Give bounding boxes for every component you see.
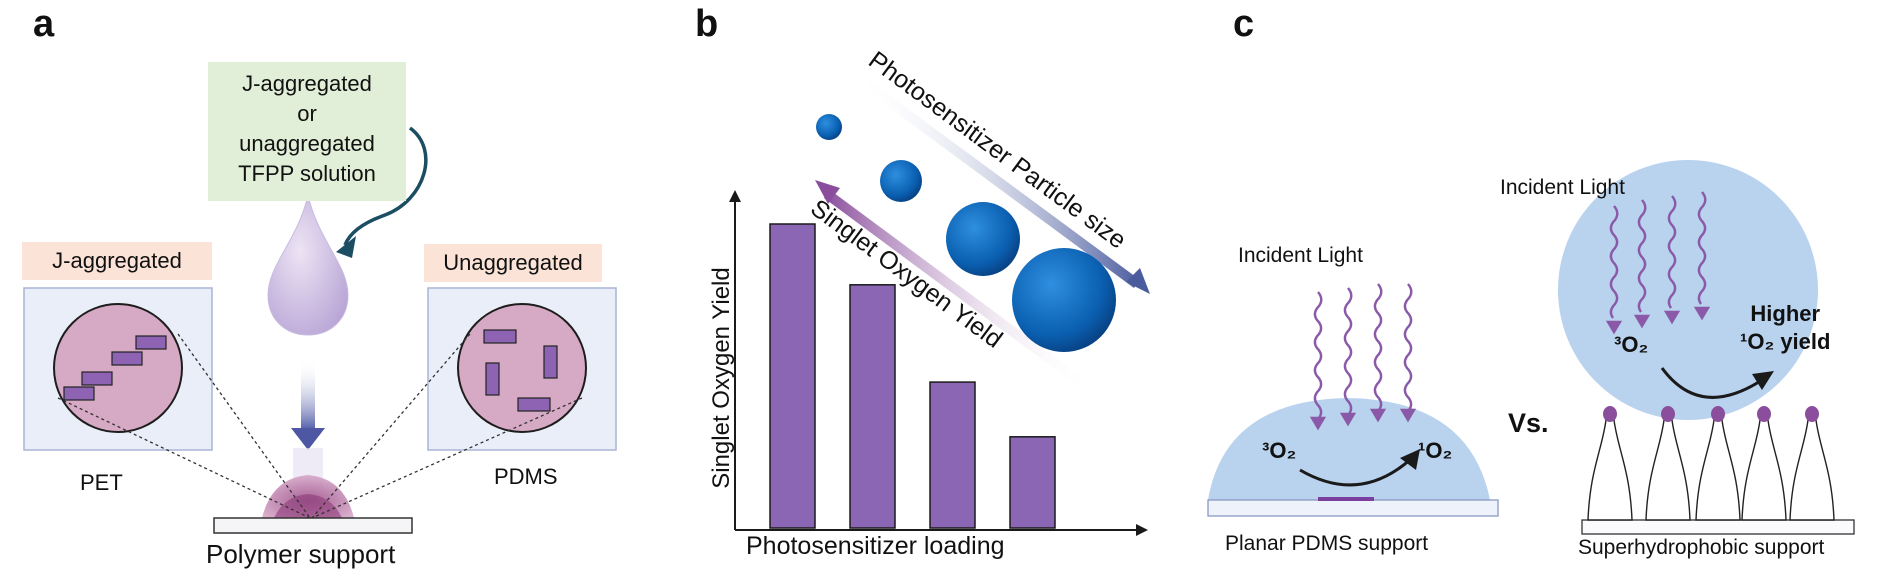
reaction-arrow-right: [1660, 367, 1763, 399]
droplet-icon: [267, 194, 349, 336]
unaggregated-tag: Unaggregated: [424, 244, 602, 282]
planar-support-label: Planar PDMS support: [1225, 532, 1429, 555]
particle-xlarge-icon: [1012, 248, 1116, 352]
pillar-tip-5: [1805, 406, 1819, 422]
particle-medium-icon: [880, 160, 922, 202]
pdms-inset-circle: [457, 303, 587, 433]
triplet-oxygen-right: ³O₂: [1614, 332, 1649, 357]
superhydrophobic-support: [1581, 519, 1855, 535]
panel-letter-c: c: [1233, 3, 1255, 45]
left-light-ray-4: [1403, 283, 1413, 411]
particle-large-icon: [946, 202, 1020, 276]
incident-light-right: Incident Light: [1500, 176, 1625, 199]
bar-1: [769, 223, 816, 529]
solution-line-1: J-aggregated: [242, 71, 372, 96]
planar-support: [1207, 499, 1499, 517]
solution-line-3: unaggregated: [239, 131, 375, 156]
y-axis-label: Singlet Oxygen Yield: [708, 267, 735, 489]
curved-arrow-icon: [343, 126, 428, 246]
pillar-tip-2: [1661, 406, 1675, 422]
bar-4: [1009, 436, 1056, 529]
right-light-ray-head-icon-4: [1693, 306, 1711, 321]
higher-yield-label: Higher ¹O₂ yield: [1740, 300, 1830, 356]
panel-letter-a: a: [33, 3, 55, 45]
right-light-ray-1: [1609, 205, 1619, 319]
higher-label: Higher: [1750, 301, 1821, 326]
left-light-ray-head-icon-2: [1339, 412, 1357, 427]
j-aggregated-tag: J-aggregated: [22, 242, 212, 280]
bar-3: [929, 381, 976, 529]
singlet-oxygen-left: ¹O₂: [1418, 438, 1453, 463]
particle-size-arrow: [856, 75, 1140, 288]
left-light-ray-1: [1313, 291, 1323, 419]
pdms-label: PDMS: [494, 464, 558, 489]
superhydrophobic-droplet: [1558, 160, 1818, 420]
curved-arrow-head-icon: [336, 236, 356, 258]
pillar-4: [1741, 419, 1787, 521]
panel-letter-b: b: [695, 3, 719, 45]
left-light-ray-head-icon-1: [1309, 416, 1327, 431]
polymer-support: [213, 517, 413, 534]
polymer-support-label: Polymer support: [206, 539, 396, 569]
down-arrow-shaft: [301, 360, 315, 428]
pillar-tip-3: [1711, 406, 1725, 422]
singlet-yield-right-label: ¹O₂ yield: [1740, 329, 1831, 354]
right-light-ray-head-icon-1: [1605, 320, 1623, 335]
solution-line-4: TFPP solution: [238, 161, 376, 186]
particle-small-icon: [816, 114, 842, 140]
pet-inset-circle: [53, 303, 183, 433]
right-light-ray-3: [1667, 195, 1677, 309]
planar-droplet: [1208, 398, 1490, 500]
incident-light-left: Incident Light: [1238, 244, 1363, 267]
triplet-oxygen-left: ³O₂: [1262, 438, 1297, 463]
pillar-1: [1587, 419, 1633, 521]
versus-label: Vs.: [1508, 408, 1549, 438]
right-light-ray-4: [1697, 191, 1707, 305]
particle-size-arrow-head-icon: [1126, 268, 1150, 294]
pillar-tip-4: [1757, 406, 1771, 422]
right-light-ray-2: [1637, 199, 1647, 313]
down-arrow-head-icon: [291, 428, 325, 450]
singlet-yield-arrow: [824, 190, 1092, 392]
x-axis-label: Photosensitizer loading: [746, 532, 1005, 560]
left-light-ray-head-icon-3: [1369, 408, 1387, 423]
pillar-3: [1695, 419, 1741, 521]
superhydrophobic-support-label: Superhydrophobic support: [1578, 536, 1825, 559]
reaction-arrow-left: [1299, 456, 1414, 487]
solution-line-2: or: [297, 101, 317, 126]
pillar-tip-1: [1603, 406, 1617, 422]
right-light-ray-head-icon-3: [1663, 310, 1681, 325]
right-light-ray-head-icon-2: [1633, 314, 1651, 329]
bar-2: [849, 284, 896, 529]
solution-box: J-aggregated or unaggregated TFPP soluti…: [208, 62, 406, 201]
reaction-arrow-left-head-icon: [1400, 449, 1420, 470]
left-light-ray-2: [1343, 287, 1353, 415]
singlet-yield-arrow-head-icon: [815, 180, 840, 204]
left-light-ray-3: [1373, 283, 1383, 411]
pillar-2: [1645, 419, 1691, 521]
pet-label: PET: [80, 470, 123, 495]
left-light-ray-head-icon-4: [1399, 408, 1417, 423]
pillar-5: [1789, 419, 1835, 521]
reaction-arrow-right-head-icon: [1752, 371, 1774, 390]
